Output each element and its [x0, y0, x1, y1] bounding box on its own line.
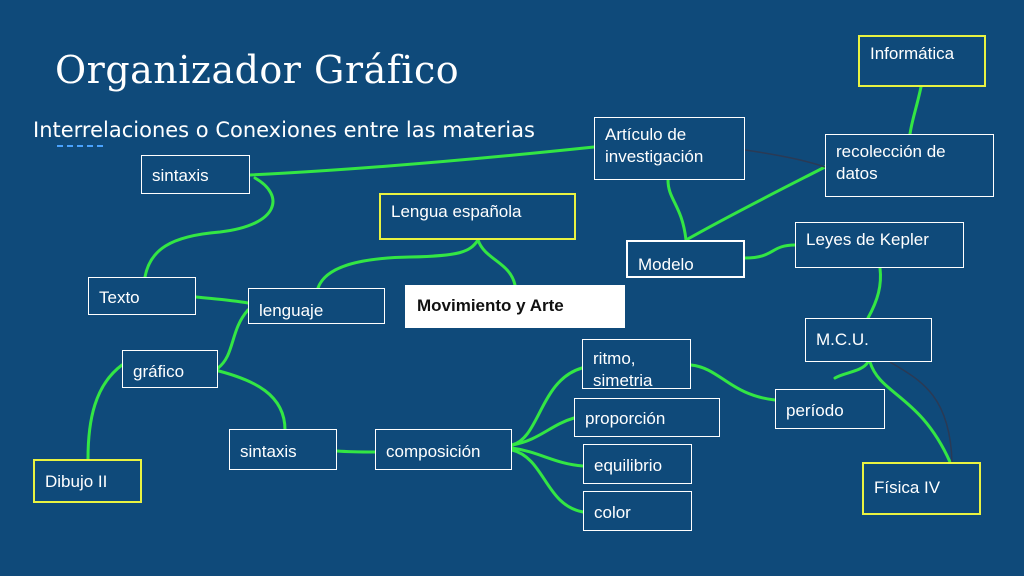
- node-dibujo-ii: Dibujo II: [33, 459, 142, 503]
- page-subtitle: Interrelaciones o Conexiones entre las m…: [33, 118, 535, 142]
- node-leyes-kepler: Leyes de Kepler: [795, 222, 964, 268]
- node-modelo: Modelo: [626, 240, 745, 278]
- link-mcu-periodo: [833, 360, 870, 380]
- link-composicion-color: [510, 448, 585, 514]
- link-mcu-fisica-thin: [889, 361, 953, 463]
- page-title: Organizador Gráfico: [55, 48, 460, 92]
- link-sintaxis-composicion: [335, 449, 377, 454]
- link-composicion-ritmo: [510, 366, 584, 447]
- link-lengua-movimiento: [476, 238, 517, 287]
- link-sintaxis-texto: [143, 176, 275, 279]
- link-modelo-leyes: [743, 243, 797, 260]
- link-modelo-recoleccion: [684, 165, 827, 242]
- link-articulo-modelo: [666, 178, 688, 242]
- link-composicion-proporcion: [510, 416, 576, 447]
- node-movimiento-arte: Movimiento y Arte: [405, 285, 625, 328]
- node-sintaxis-bottom: sintaxis: [229, 429, 337, 470]
- link-grafico-lenguaje: [216, 308, 250, 370]
- node-lenguaje: lenguaje: [248, 288, 385, 324]
- node-informatica: Informática: [858, 35, 986, 87]
- link-composicion-equilibrio: [510, 446, 585, 468]
- link-ritmo-periodo: [689, 363, 777, 402]
- spellcheck-underline: [57, 141, 103, 147]
- node-articulo-investigacion: Artículo de investigación: [594, 117, 745, 180]
- node-mcu: M.C.U.: [805, 318, 932, 362]
- node-fisica-iv: Física IV: [862, 462, 981, 515]
- node-recoleccion-datos: recolección de datos: [825, 134, 994, 197]
- node-proporcion: proporción: [574, 398, 720, 437]
- node-lengua-espanola: Lengua española: [379, 193, 576, 240]
- node-sintaxis-top: sintaxis: [141, 155, 250, 194]
- node-equilibrio: equilibrio: [583, 444, 692, 484]
- link-grafico-dibujo: [86, 363, 124, 461]
- link-articulo-recoleccion-thin: [744, 149, 826, 168]
- node-texto: Texto: [88, 277, 196, 315]
- link-sintaxis-articulo: [248, 145, 596, 177]
- node-grafico: gráfico: [122, 350, 218, 388]
- link-mcu-fisica: [868, 360, 952, 464]
- node-periodo: período: [775, 389, 885, 429]
- node-composicion: composición: [375, 429, 512, 470]
- link-grafico-sintaxis: [213, 368, 287, 432]
- node-ritmo-simetria: ritmo, simetria: [582, 339, 691, 389]
- link-lenguaje-lengua: [316, 238, 480, 290]
- link-informatica-recoleccion: [908, 85, 923, 136]
- link-leyes-mcu: [866, 266, 882, 320]
- node-color: color: [583, 491, 692, 531]
- link-texto-lenguaje: [194, 295, 250, 305]
